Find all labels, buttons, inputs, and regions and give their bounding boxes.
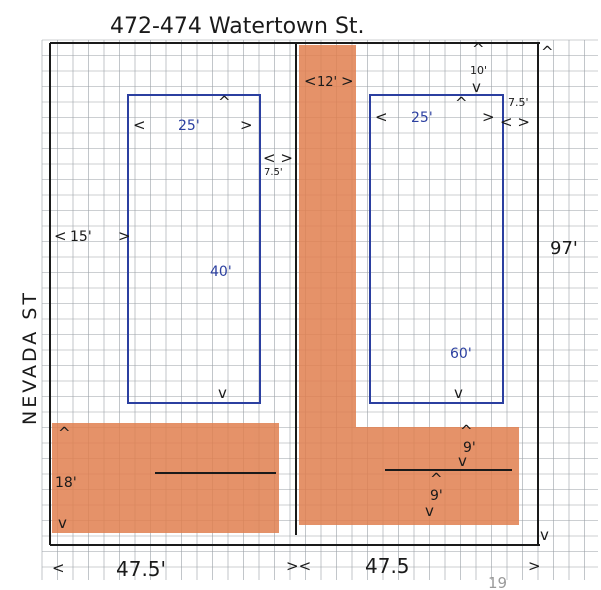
- lot-depth-top-caret: ^: [541, 43, 554, 61]
- right-strip-lower-label: 9': [430, 488, 443, 504]
- right-bldg-bottom-caret: v: [454, 384, 463, 402]
- center-gap-label: 7.5': [264, 167, 283, 178]
- left-setback-label: 15': [70, 229, 92, 245]
- right-upper-caret-down: v: [458, 452, 467, 470]
- left-strip-height-label: 18': [55, 475, 77, 491]
- left-width-arrow-left: <: [133, 116, 146, 134]
- left-bldg-bottom-caret: v: [218, 384, 227, 402]
- right-building-length-label: 60': [450, 346, 472, 362]
- right-upper-caret-up: ^: [460, 422, 473, 440]
- lot-depth-label: 97': [550, 238, 578, 259]
- center-gap-arrows: < >: [263, 149, 293, 167]
- bottom-right-width-label: 47.5: [365, 554, 410, 578]
- right-building-width-label: 25': [411, 110, 433, 126]
- driveway-width-arrow-left: <: [304, 72, 317, 90]
- right-width-arrow-left: <: [375, 108, 388, 126]
- driveway-width-label: 12': [317, 75, 337, 90]
- left-strip-caret-down: v: [58, 514, 67, 532]
- bottom-right-arrow-right: >: [528, 557, 541, 575]
- top-setback-caret-down: v: [472, 78, 481, 96]
- bottom-center-arrows: ><: [286, 557, 311, 575]
- right-strip-upper-label: 9': [463, 440, 476, 456]
- plan-title: 472-474 Watertown St.: [110, 14, 365, 39]
- left-setback-arrow-right: >: [118, 227, 131, 245]
- left-width-arrow-right: >: [240, 116, 253, 134]
- lot-boundary: [49, 42, 540, 546]
- driveways: [52, 45, 519, 533]
- right-building-outline: [369, 94, 504, 404]
- building-outlines: [127, 94, 504, 404]
- left-setback-arrow-left: <: [54, 227, 67, 245]
- left-bldg-top-caret: ^: [218, 93, 231, 111]
- right-width-arrow-right: >: [482, 108, 495, 126]
- right-setback-arrows: < >: [500, 113, 530, 131]
- driveway-width-arrow-right: >: [341, 72, 354, 90]
- lot-depth-bottom-caret: v: [540, 526, 549, 544]
- page-number: 19: [488, 574, 507, 590]
- top-setback-label: 10': [470, 64, 487, 77]
- street-label: NEVADA ST: [19, 290, 41, 425]
- bottom-left-width-label: 47.5': [116, 557, 166, 581]
- right-driveway-strip: [299, 427, 519, 525]
- right-bldg-top-caret: ^: [455, 94, 468, 112]
- right-setback-label: 7.5': [508, 96, 529, 109]
- left-strip-caret-up: ^: [58, 424, 71, 442]
- arrow-marks: < > ^ v < > ^ v ^ v < > ^ v < > < > < > …: [52, 40, 554, 577]
- left-driveway-strip: [52, 423, 279, 533]
- left-building-length-label: 40': [210, 264, 232, 280]
- left-building-width-label: 25': [178, 118, 200, 134]
- right-lower-caret-up: ^: [430, 470, 443, 488]
- bottom-left-arrow-left: <: [52, 559, 65, 577]
- top-setback-caret-up: ^: [472, 40, 485, 58]
- right-lower-caret-down: v: [425, 502, 434, 520]
- left-building-outline: [127, 94, 261, 404]
